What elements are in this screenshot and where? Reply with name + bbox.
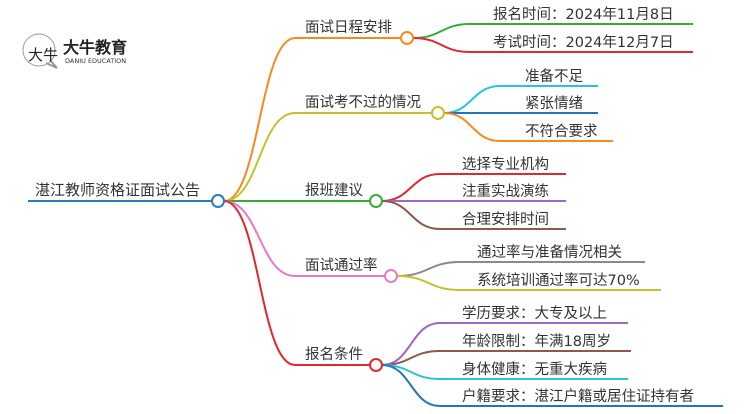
child-topic[interactable]: 紧张情绪 [525, 95, 583, 112]
child-topic[interactable]: 户籍要求：湛江户籍或居住证持有者 [462, 388, 694, 405]
child-connector [443, 112, 613, 142]
branch-topic[interactable]: 面试考不过的情况 [305, 94, 421, 111]
child-topic[interactable]: 系统培训通过率可达70% [477, 272, 640, 289]
child-connector [381, 200, 566, 230]
logo-name: 大牛教育 [63, 38, 127, 57]
branch-collapse-toggle[interactable] [400, 31, 414, 45]
branch-collapse-toggle[interactable] [384, 269, 398, 283]
branch-topic[interactable]: 报班建议 [305, 182, 363, 199]
child-topic[interactable]: 选择专业机构 [462, 156, 549, 173]
branch-collapse-toggle[interactable] [431, 106, 445, 120]
branch-collapse-toggle[interactable] [369, 358, 383, 372]
child-connector [443, 85, 598, 114]
branch-topic[interactable]: 报名条件 [305, 346, 363, 363]
branch-topic[interactable]: 面试通过率 [305, 257, 378, 274]
child-topic[interactable]: 报名时间：2024年11月8日 [493, 6, 674, 23]
child-topic[interactable]: 考试时间：2024年12月7日 [493, 34, 674, 51]
child-topic[interactable]: 通过率与准备情况相关 [477, 244, 622, 261]
branch-connector [223, 200, 385, 277]
svg-text:大牛: 大牛 [28, 46, 58, 64]
branch-topic[interactable]: 面试日程安排 [305, 19, 392, 36]
child-connector [412, 37, 693, 53]
child-connector [396, 275, 661, 291]
child-connector [381, 322, 628, 366]
child-topic[interactable]: 不符合要求 [525, 123, 598, 140]
branch-collapse-toggle[interactable] [369, 194, 383, 208]
child-topic[interactable]: 学历要求：大专及以上 [462, 305, 607, 322]
logo-subtitle: DANIU EDUCATION [65, 57, 126, 65]
branch-connector [223, 200, 370, 366]
child-topic[interactable]: 身体健康：无重大疾病 [462, 361, 607, 378]
logo: 大牛 大牛教育 DANIU EDUCATION [22, 33, 127, 69]
child-connector [381, 364, 723, 407]
child-topic[interactable]: 合理安排时间 [462, 211, 549, 228]
root-topic[interactable]: 湛江教师资格证面试公告 [35, 181, 200, 199]
child-topic[interactable]: 准备不足 [525, 68, 583, 85]
child-connector [381, 173, 566, 202]
child-topic[interactable]: 年龄限制：年满18周岁 [462, 333, 611, 350]
root-collapse-toggle[interactable] [211, 194, 225, 208]
child-topic[interactable]: 注重实战演练 [462, 183, 549, 200]
branch-connector [223, 112, 432, 202]
branch-connector [223, 37, 401, 202]
